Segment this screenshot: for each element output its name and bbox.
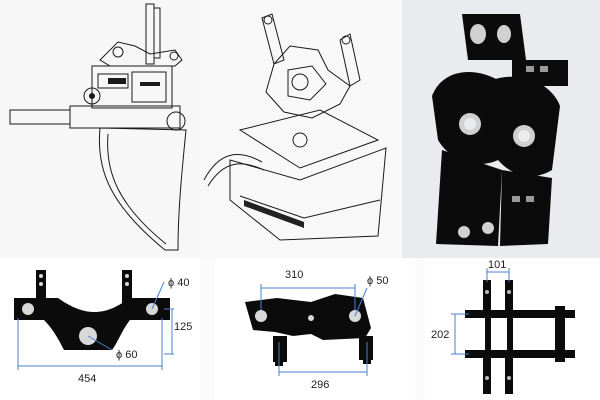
panel-side-view — [0, 0, 200, 258]
dim-pin-large: ϕ 60 — [116, 349, 137, 361]
side-view-drawing — [9, 3, 187, 251]
dim-height: 202 — [431, 329, 449, 341]
dim-height: 125 — [174, 321, 192, 333]
bracket-front-drawing: ϕ 40 125 ϕ 60 454 — [14, 270, 192, 385]
dim-width: 454 — [78, 373, 96, 385]
top-frame-drawing: 101 202 — [431, 259, 575, 394]
dim-pin-small: ϕ 40 — [168, 277, 189, 289]
panel-bracket-front: ϕ 40 125 ϕ 60 454 — [0, 258, 200, 400]
side-plate-drawing: 310 ϕ 50 296 — [245, 269, 388, 391]
panel-side-plate: 310 ϕ 50 296 — [215, 258, 415, 400]
isometric-view-drawing — [203, 13, 387, 241]
panel-3d-render — [402, 0, 600, 258]
panel-top-frame: 101 202 — [425, 258, 600, 400]
render-drawing — [432, 14, 568, 246]
dim-bottom-span: 296 — [311, 379, 329, 391]
dim-top-width: 101 — [488, 259, 506, 271]
panel-isometric-view — [200, 0, 402, 258]
dim-pin: ϕ 50 — [367, 275, 388, 287]
dim-top-span: 310 — [285, 269, 303, 281]
